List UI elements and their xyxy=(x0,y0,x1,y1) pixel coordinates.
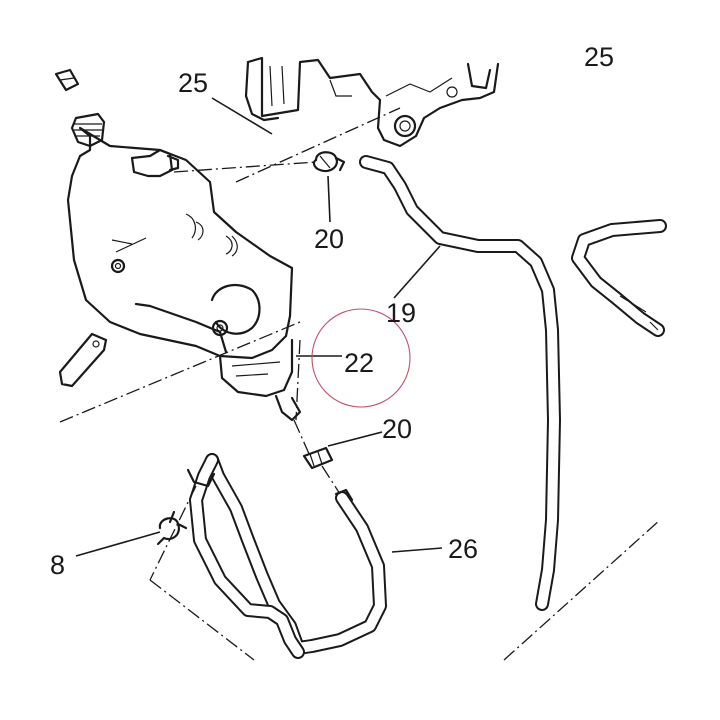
callout-26: 26 xyxy=(448,534,478,564)
hose-clip-left xyxy=(156,510,188,546)
coolant-hose-right xyxy=(571,219,667,337)
coolant-hose-26 xyxy=(186,453,387,659)
callout-8-partial: 8 xyxy=(50,550,65,580)
coolant-hose-19 xyxy=(359,155,561,611)
callout-25-corner: 25 xyxy=(584,42,614,72)
callout-20-upper: 20 xyxy=(314,224,344,254)
reference-lines xyxy=(59,107,661,661)
callout-19: 19 xyxy=(386,298,416,328)
mounting-tab xyxy=(58,332,108,388)
leader-lines xyxy=(75,97,443,557)
hose-clip-lower xyxy=(302,446,334,470)
engine-bracket xyxy=(244,56,500,148)
callout-20-lower: 20 xyxy=(382,414,412,444)
callout-25-top: 25 xyxy=(178,68,208,98)
callout-22: 22 xyxy=(344,348,374,378)
vent-hose-stub xyxy=(54,68,80,92)
reservoir-tank xyxy=(66,112,302,422)
highlight-circle xyxy=(311,308,411,408)
hose-clip-upper xyxy=(312,151,346,173)
